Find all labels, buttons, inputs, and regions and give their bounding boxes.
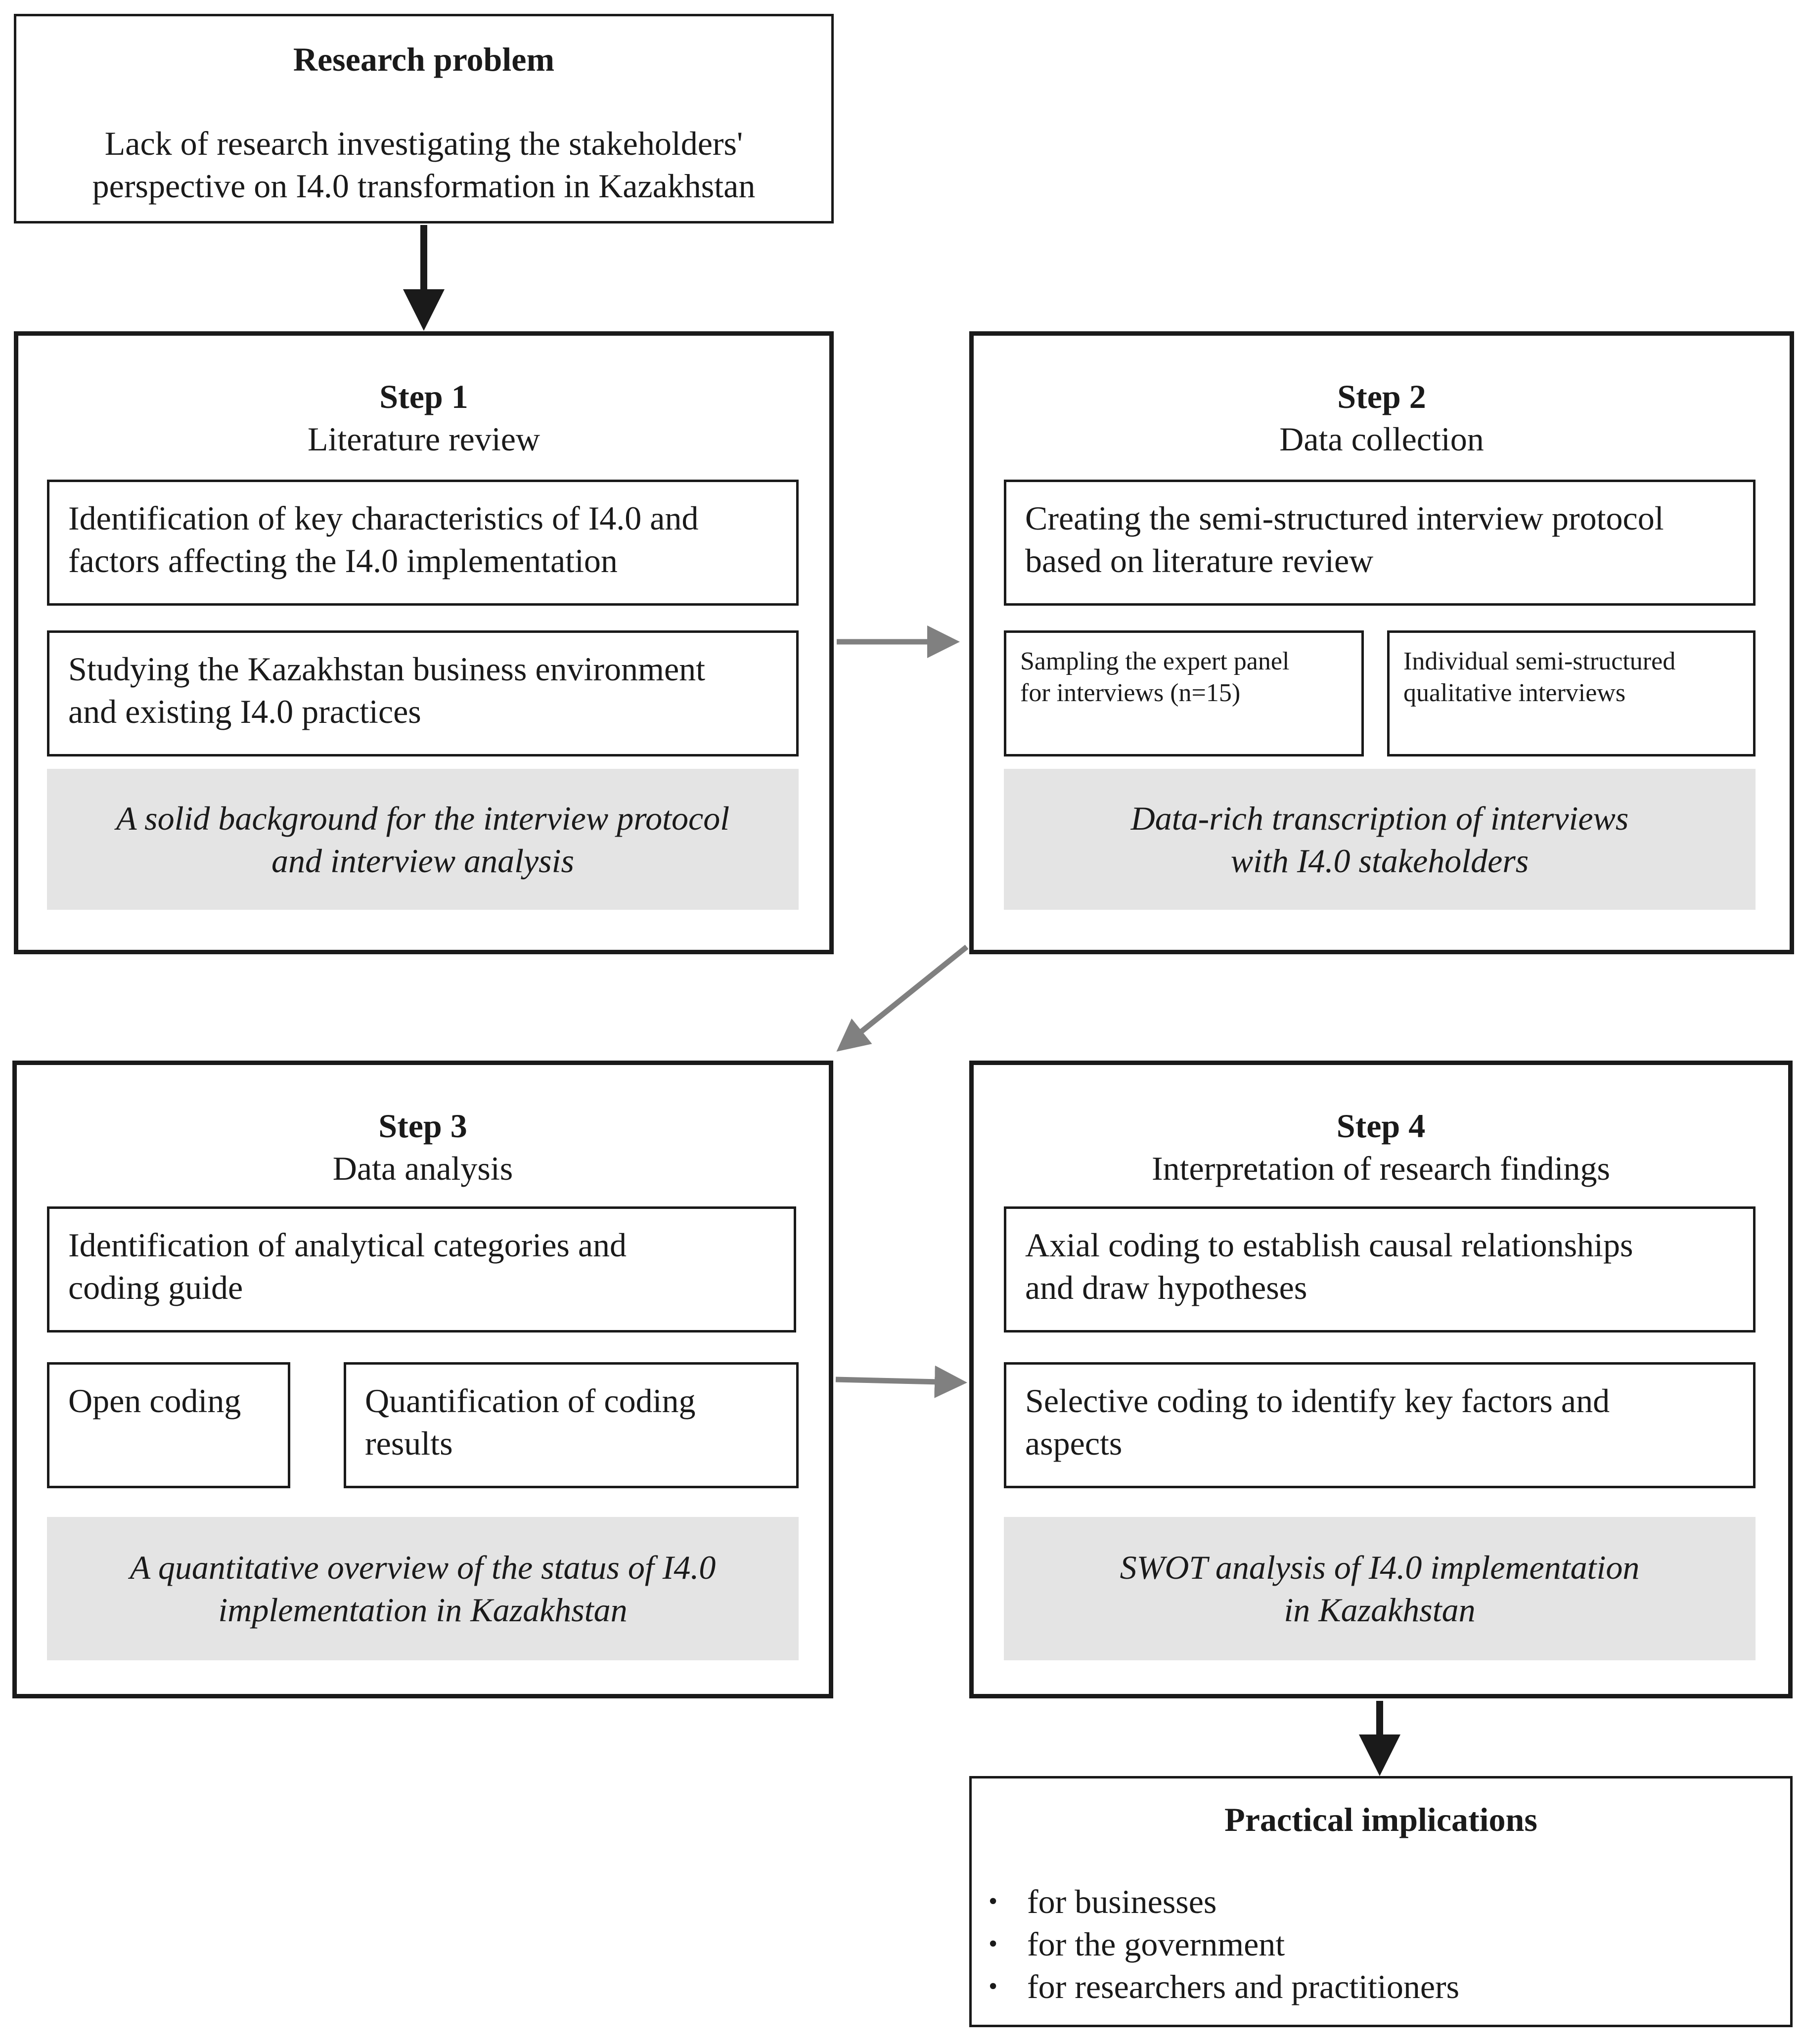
step3-box-quantification: Quantification of coding results xyxy=(344,1362,799,1488)
step2-name: Data collection xyxy=(1279,420,1484,458)
step3-name: Data analysis xyxy=(332,1150,513,1187)
step4-box-axial-coding: Axial coding to establish causal relatio… xyxy=(1004,1206,1756,1333)
step1-header: Step 1 Literature review xyxy=(18,375,829,460)
step2-label: Step 2 xyxy=(1337,378,1426,415)
step3-header: Step 3 Data analysis xyxy=(17,1105,829,1190)
step1-box-key-characteristics: Identification of key characteristics of… xyxy=(47,480,799,606)
practical-implications-title: Practical implications xyxy=(1224,1801,1537,1838)
step1-label: Step 1 xyxy=(379,378,468,415)
step2-header: Step 2 Data collection xyxy=(974,375,1790,460)
research-problem-title: Research problem xyxy=(293,41,555,78)
list-item: for researchers and practitioners xyxy=(972,1965,1790,2008)
step4-result: SWOT analysis of I4.0 implementation in … xyxy=(1004,1517,1756,1660)
step1-name: Literature review xyxy=(307,420,540,458)
list-item: for businesses xyxy=(972,1880,1790,1923)
step1-result: A solid background for the interview pro… xyxy=(47,769,799,910)
practical-implications-list: for businesses for the government for re… xyxy=(972,1880,1790,2008)
step2-box-individual-interviews: Individual semi-structured qualitative i… xyxy=(1387,630,1756,756)
step2-box-interview-protocol: Creating the semi-structured interview p… xyxy=(1004,480,1756,606)
step4-box-selective-coding: Selective coding to identify key factors… xyxy=(1004,1362,1756,1488)
step3-box-analytical-categories: Identification of analytical categories … xyxy=(47,1206,796,1333)
step1-box-business-environment: Studying the Kazakhstan business environ… xyxy=(47,630,799,756)
step3-box-open-coding: Open coding xyxy=(47,1362,290,1488)
step3-label: Step 3 xyxy=(378,1107,467,1145)
step3-result: A quantitative overview of the status of… xyxy=(47,1517,799,1660)
step4-name: Interpretation of research findings xyxy=(1151,1150,1611,1187)
step2-result: Data-rich transcription of interviews wi… xyxy=(1004,769,1756,910)
step4-label: Step 4 xyxy=(1336,1107,1426,1145)
list-item: for the government xyxy=(972,1923,1790,1965)
arrow-step3-to-step4 xyxy=(835,1365,967,1398)
research-problem-box: Research problem Lack of research invest… xyxy=(14,14,834,223)
practical-implications-box: Practical implications for businesses fo… xyxy=(969,1776,1793,2027)
research-problem-text: Lack of research investigating the stake… xyxy=(92,125,756,205)
step2-box-sampling: Sampling the expert panel for interviews… xyxy=(1004,630,1364,756)
arrow-step2-to-step3 xyxy=(836,944,969,1052)
step4-header: Step 4 Interpretation of research findin… xyxy=(974,1105,1788,1190)
